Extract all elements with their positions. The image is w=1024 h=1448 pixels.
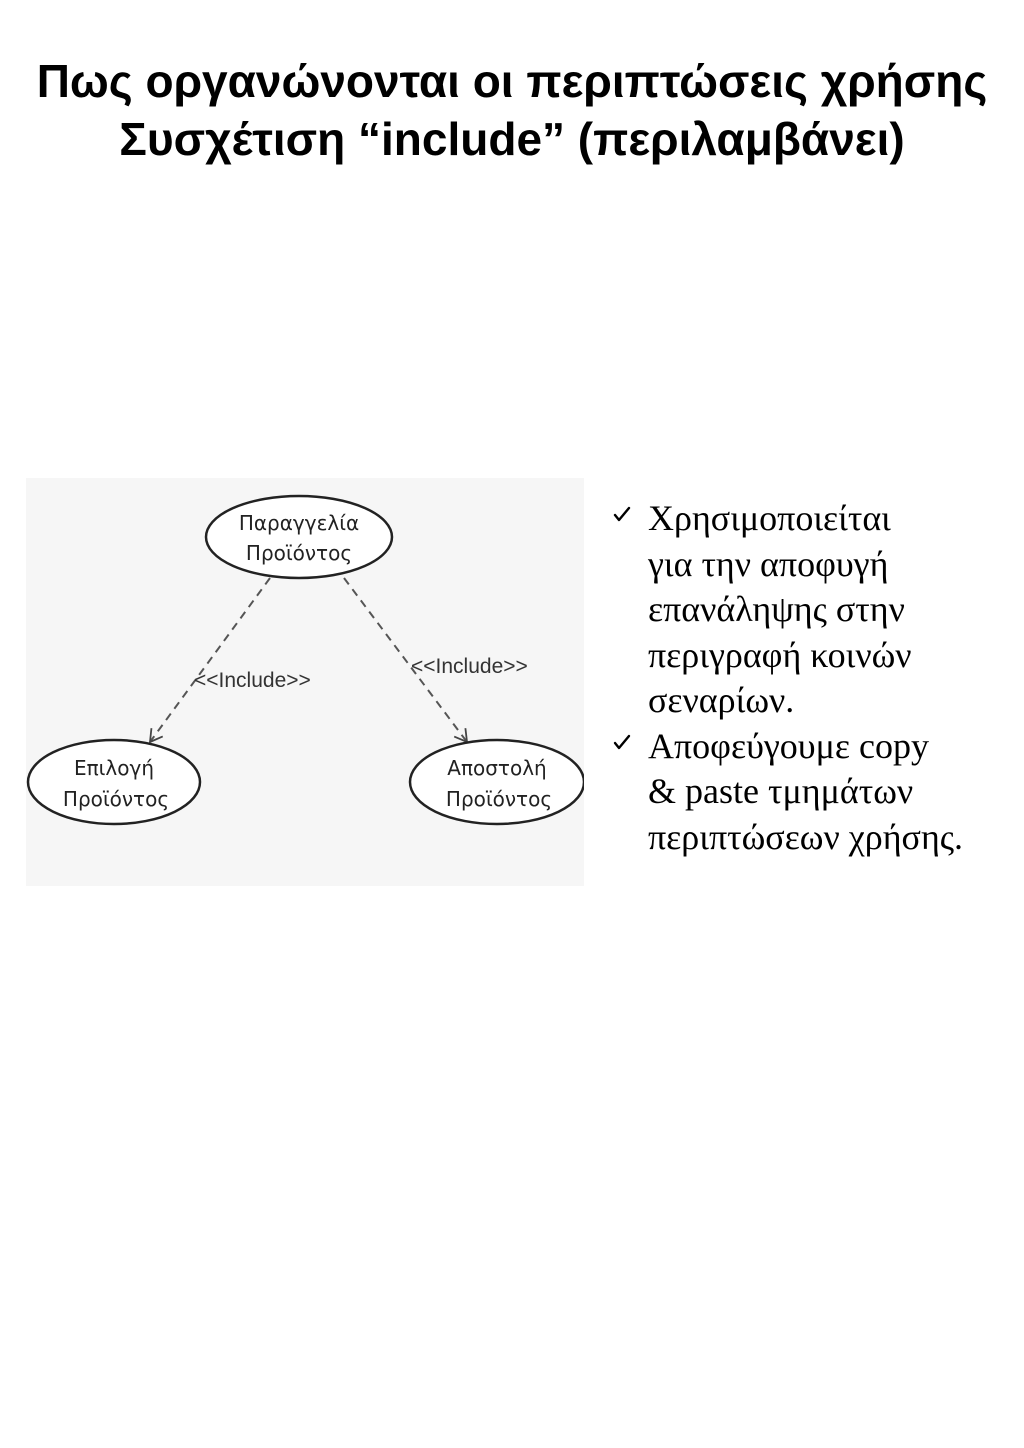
check-icon	[613, 734, 631, 749]
use-case-ship-product: Αποστολή Προϊόντος	[408, 738, 584, 826]
include-arrow-right	[343, 577, 469, 744]
use-case-select-product-line-1: Επιλογή	[74, 756, 154, 780]
bullet-1-line-5: σεναρίων.	[648, 680, 795, 720]
use-case-order-product-line-1: Παραγγελία	[239, 511, 359, 535]
bullet-item-2: Αποφεύγουμε copy & paste τμημάτων περιπτ…	[612, 724, 1022, 861]
use-case-ship-product-line-2: Προϊόντος	[446, 787, 552, 811]
bullet-2-line-3: περιπτώσεων χρήσης.	[648, 816, 964, 857]
use-case-order-product-line-2: Προϊόντος	[246, 541, 352, 565]
check-icon	[613, 506, 631, 522]
use-case-diagram-canvas: <<Include>> <<Include>> Παραγγελία Προϊό…	[26, 494, 584, 826]
bullet-text-1: Χρησιμοποιείται για την αποφυγή επανάληψ…	[648, 496, 1022, 724]
bullet-1-line-2: για την αποφυγή	[648, 543, 889, 584]
bullet-item-1: Χρησιμοποιείται για την αποφυγή επανάληψ…	[612, 496, 1022, 724]
bullet-text-2: Αποφεύγουμε copy & paste τμημάτων περιπτ…	[648, 724, 1022, 861]
bullet-1-line-4: περιγραφή κοινών	[648, 634, 912, 675]
use-case-select-product-line-2: Προϊόντος	[63, 787, 169, 811]
use-case-order-product: Παραγγελία Προϊόντος	[204, 494, 394, 580]
use-case-select-product: Επιλογή Προϊόντος	[26, 738, 202, 826]
bullet-2-line-2: & paste τμημάτων	[648, 771, 914, 811]
slide-title: Πως οργανώνονται οι περιπτώσεις χρήσης Σ…	[0, 52, 1024, 168]
bullet-1-line-1: Χρησιμοποιείται	[648, 498, 891, 538]
bullet-list: Χρησιμοποιείται για την αποφυγή επανάληψ…	[612, 496, 1022, 860]
slide-title-line-2: Συσχέτιση “include” (περιλαμβάνει)	[119, 113, 905, 165]
include-label-left: <<Include>>	[194, 669, 311, 692]
use-case-diagram: <<Include>> <<Include>> Παραγγελία Προϊό…	[26, 478, 584, 886]
include-label-right: <<Include>>	[411, 655, 528, 678]
bullet-2-line-1: Αποφεύγουμε copy	[648, 725, 930, 766]
include-arrow-left	[148, 577, 271, 744]
bullet-1-line-3: επανάληψης στην	[648, 589, 905, 629]
slide-title-line-1: Πως οργανώνονται οι περιπτώσεις χρήσης	[36, 55, 988, 107]
use-case-ship-product-line-1: Αποστολή	[447, 756, 546, 780]
